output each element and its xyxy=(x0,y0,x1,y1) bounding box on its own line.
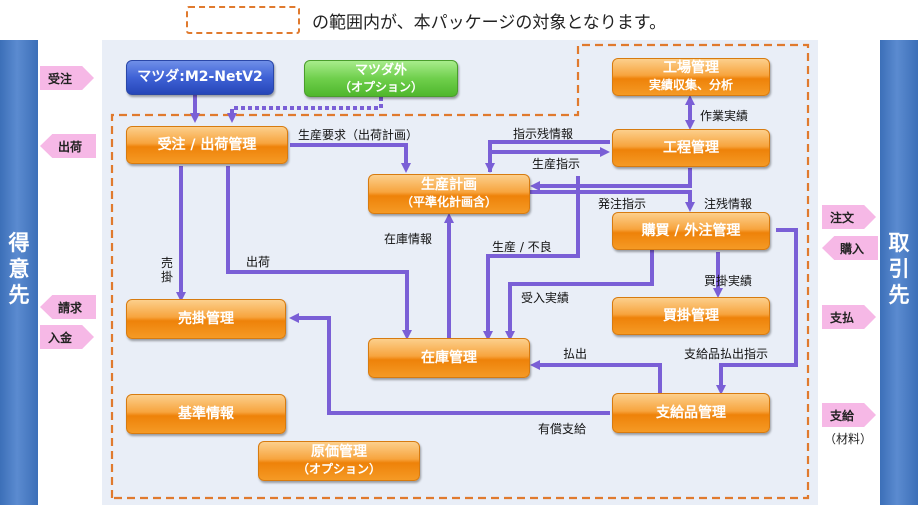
supplier-title-char: 引 xyxy=(888,257,910,281)
order-in-tag: 受注 xyxy=(40,66,94,90)
label-shipping: 出荷 xyxy=(246,255,271,269)
legend-text: の範囲内が、本パッケージの対象となります。 xyxy=(312,13,667,33)
label-purchase-results: 買掛実績 xyxy=(704,274,753,288)
label-prod-request: 生産要求（出荷計画） xyxy=(298,128,419,142)
supplier-title: 取 引 先 xyxy=(880,230,918,308)
label-remain-info: 注残情報 xyxy=(704,197,753,211)
supplier-title-char: 先 xyxy=(888,283,910,307)
supplier-title-char: 取 xyxy=(888,231,910,255)
supply-tag: 支給 xyxy=(822,403,876,427)
factory-box: 工場管理実績収集、分析 xyxy=(612,58,770,96)
costing-box: 原価管理（オプション） xyxy=(258,441,420,481)
label-receipt-results: 受入実績 xyxy=(521,291,570,305)
label-order-instr: 発注指示 xyxy=(598,197,647,211)
master-box: 基準情報 xyxy=(126,394,286,434)
label-prod-instr: 生産指示 xyxy=(532,157,581,171)
ship-out-tag: 出荷 xyxy=(40,134,96,158)
customer-title-char: 先 xyxy=(8,283,30,307)
label-instr-remain: 指示残情報 xyxy=(513,127,574,141)
mazda-m2-box: マツダ:M2-NetV2 xyxy=(126,60,274,95)
customer-bar: 得 意 先 xyxy=(0,40,38,505)
label-dispatch: 払出 xyxy=(563,347,588,361)
mazda-other-box: マツダ外（オプション） xyxy=(304,60,458,97)
supply-note: （材料） xyxy=(824,432,873,446)
inventory-box: 在庫管理 xyxy=(368,338,530,378)
scope-legend-sample xyxy=(186,6,300,34)
customer-title-char: 得 xyxy=(8,231,30,255)
label-sales-credit: 売掛 xyxy=(160,256,173,284)
process-box: 工程管理 xyxy=(612,129,770,167)
label-paid-supply: 有償支給 xyxy=(538,422,587,436)
label-work-results: 作業実績 xyxy=(700,109,749,123)
supplier-bar: 取 引 先 xyxy=(880,40,918,505)
payables-box: 買掛管理 xyxy=(612,297,770,335)
label-prod-defect: 生産 / 不良 xyxy=(492,240,552,254)
label-supply-dispatch-instr: 支給品払出指示 xyxy=(684,347,769,361)
customer-title: 得 意 先 xyxy=(0,230,38,308)
customer-title-char: 意 xyxy=(8,257,30,281)
purchase-tag: 購入 xyxy=(822,236,878,260)
prod-plan-box: 生産計画（平準化計画含） xyxy=(368,174,530,214)
receivables-box: 売掛管理 xyxy=(126,299,286,339)
purchase-order-tag: 注文 xyxy=(822,205,876,229)
label-stock-info: 在庫情報 xyxy=(384,232,433,246)
purchasing-box: 購買 / 外注管理 xyxy=(612,212,770,250)
supply-mgmt-box: 支給品管理 xyxy=(612,393,770,433)
billing-tag: 請求 xyxy=(40,295,96,319)
payment-in-tag: 入金 xyxy=(40,325,94,349)
order-ship-box: 受注 / 出荷管理 xyxy=(126,126,288,164)
pay-out-tag: 支払 xyxy=(822,305,876,329)
